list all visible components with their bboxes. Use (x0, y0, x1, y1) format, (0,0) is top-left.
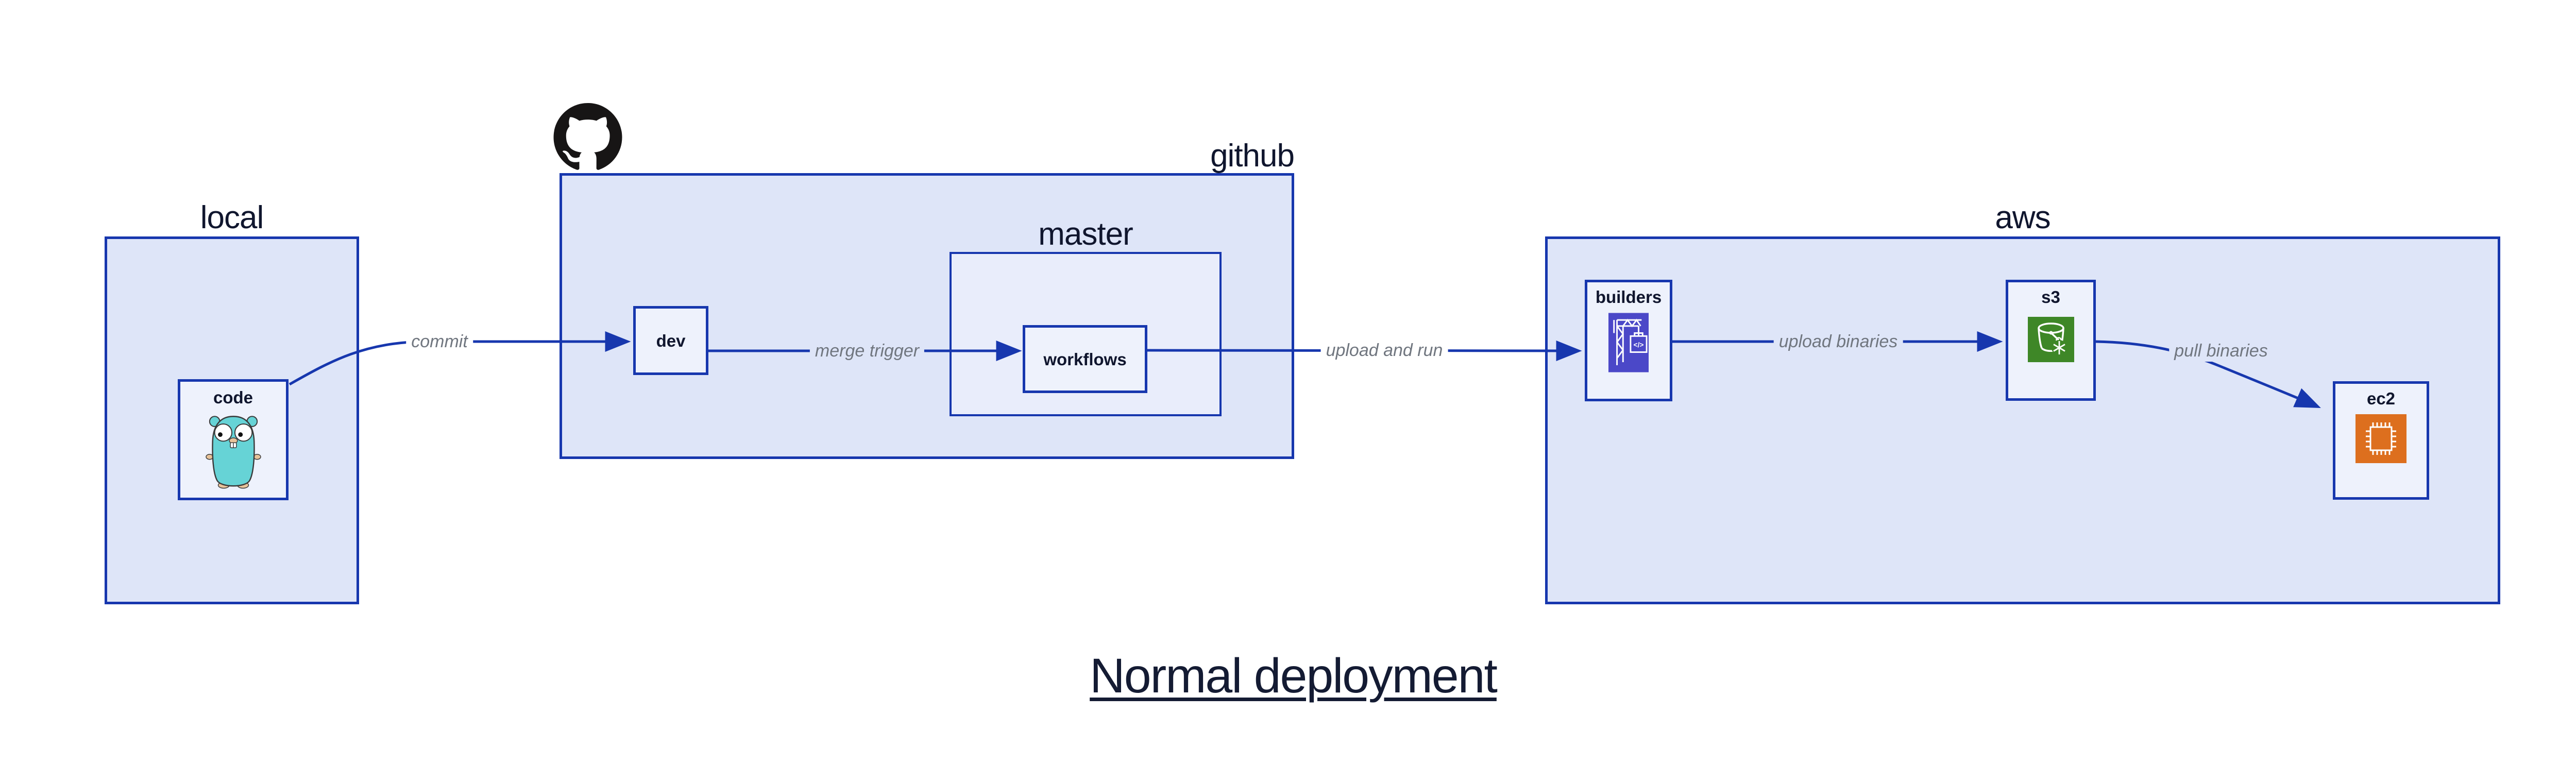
ec2-chip-icon (2355, 414, 2406, 466)
group-label-aws: aws (1995, 200, 2050, 235)
node-s3: s3 (2006, 280, 2096, 401)
svg-text:</>: </> (1634, 341, 1644, 349)
edge-label-upload-and-run: upload and run (1320, 339, 1448, 361)
node-workflows-label: workflows (1043, 349, 1127, 369)
node-code-label: code (213, 388, 253, 407)
github-octocat-icon (553, 103, 623, 172)
edge-label-commit: commit (406, 331, 473, 352)
s3-bucket-icon (2027, 317, 2074, 365)
edge-label-merge-trigger: merge trigger (809, 340, 925, 362)
node-workflows: workflows (1023, 325, 1147, 393)
group-label-local: local (200, 200, 264, 235)
node-ec2-label: ec2 (2366, 389, 2396, 408)
node-code: code (178, 379, 289, 500)
group-label-master: master (1038, 216, 1133, 252)
node-dev: dev (633, 306, 708, 375)
group-label-github: github (1210, 138, 1295, 174)
edge-label-upload-binaries: upload binaries (1773, 331, 1903, 352)
node-s3-label: s3 (2041, 287, 2060, 307)
go-gopher-icon (205, 413, 261, 492)
node-builders: builders </> (1585, 280, 1672, 401)
node-builders-label: builders (1595, 287, 1662, 307)
node-dev-label: dev (656, 331, 686, 350)
diagram-title: Normal deployment (1090, 649, 1498, 703)
edge-label-pull-binaries: pull binaries (2169, 340, 2273, 362)
codebuild-crane-icon: </> (1608, 313, 1649, 375)
node-ec2: ec2 (2333, 381, 2429, 500)
